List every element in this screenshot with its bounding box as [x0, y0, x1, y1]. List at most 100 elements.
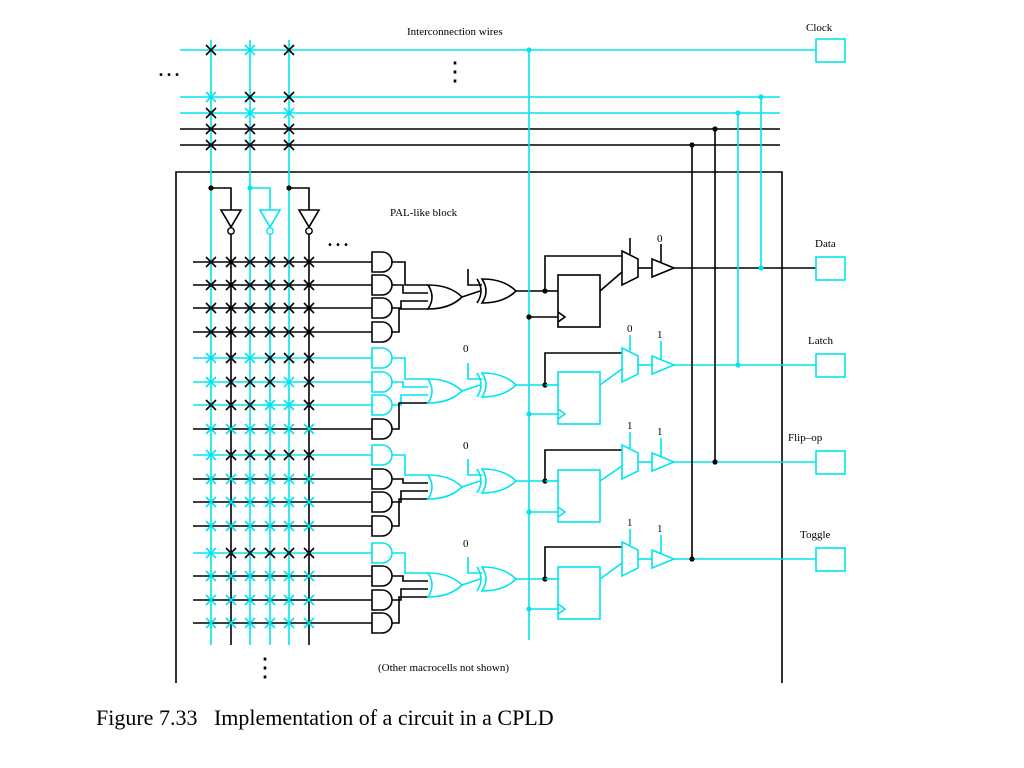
xor4-bit: 0 [463, 538, 469, 550]
and-gate [371, 418, 393, 440]
clock-triangle [557, 408, 567, 420]
programmed-switch [303, 399, 315, 411]
programmed-switch [205, 302, 217, 314]
xor-gate [480, 566, 518, 592]
data-pin [815, 256, 846, 281]
or-gate [426, 572, 464, 598]
inverter-input [250, 187, 271, 210]
programmed-switch [303, 352, 315, 364]
xor-select-wire [467, 459, 482, 476]
programmed-switch [283, 449, 295, 461]
and-to-or-wire [392, 596, 428, 624]
programmed-switch [205, 570, 217, 582]
programmed-switch [244, 473, 256, 485]
programmed-switch [283, 107, 295, 119]
programmed-switch [303, 326, 315, 338]
xor-gate-arc [476, 278, 482, 304]
programmed-switch [205, 520, 217, 532]
programmed-switch [303, 520, 315, 532]
buf4-bit: 1 [657, 523, 663, 535]
programmed-switch [244, 256, 256, 268]
programmed-switch [283, 256, 295, 268]
and-gate [371, 347, 393, 369]
programmed-switch [303, 473, 315, 485]
programmed-switch [283, 496, 295, 508]
programmed-switch [205, 326, 217, 338]
flip-flop [557, 274, 601, 328]
programmed-switch [283, 423, 295, 435]
programmed-switch [244, 123, 256, 135]
programmed-switch [244, 107, 256, 119]
and-gate [371, 444, 393, 466]
programmed-switch [264, 256, 276, 268]
programmed-switch [303, 279, 315, 291]
programmed-switch [205, 123, 217, 135]
programmed-switch [303, 256, 315, 268]
and-gate [371, 321, 393, 343]
programmed-switch [244, 44, 256, 56]
flipflop-pin [815, 450, 846, 475]
programmed-switch [205, 107, 217, 119]
and-to-or-wire [392, 498, 428, 527]
inverter [258, 209, 282, 229]
programmed-switch [244, 399, 256, 411]
programmed-switch [303, 376, 315, 388]
programmed-switch [225, 449, 237, 461]
flip-flop [557, 566, 601, 620]
multiplexer [621, 346, 639, 384]
and-to-or-wire [392, 402, 428, 430]
junction-dot [526, 314, 532, 320]
programmed-switch [244, 547, 256, 559]
programmed-switch [264, 570, 276, 582]
and-gate [371, 589, 393, 611]
and-to-or-wire [392, 381, 428, 388]
interconnect-label: Interconnection wires [407, 26, 503, 38]
programmed-switch [264, 279, 276, 291]
and-to-or-wire [392, 300, 428, 309]
programmed-switch [264, 520, 276, 532]
mux2-bit: 0 [627, 323, 633, 335]
and-to-or-wire [392, 308, 428, 333]
programmed-switch [205, 473, 217, 485]
multiplexer [621, 540, 639, 578]
programmed-switch [283, 570, 295, 582]
mux3-bit: 1 [627, 420, 633, 432]
and-gate [371, 468, 393, 490]
programmed-switch [225, 302, 237, 314]
buf2-bit: 1 [657, 329, 663, 341]
ff-output [599, 465, 623, 482]
programmed-switch [264, 423, 276, 435]
programmed-switch [283, 123, 295, 135]
programmed-switch [264, 302, 276, 314]
xor-select-wire [467, 363, 482, 380]
junction-dot [526, 47, 532, 53]
programmed-switch [283, 279, 295, 291]
programmed-switch [205, 594, 217, 606]
junction-dot [526, 411, 532, 417]
programmed-switch [303, 547, 315, 559]
flip-flop [557, 469, 601, 523]
programmed-switch [283, 44, 295, 56]
programmed-switch [205, 496, 217, 508]
clock-triangle [557, 311, 567, 323]
and-gate [371, 297, 393, 319]
ff-bypass-wire [544, 449, 622, 481]
and-to-or-wire [392, 394, 428, 406]
and-gate [371, 565, 393, 587]
clock-triangle [557, 506, 567, 518]
pin-label-latch: Latch [808, 335, 834, 347]
programmed-switch [264, 376, 276, 388]
programmed-switch [303, 594, 315, 606]
programmed-switch [264, 496, 276, 508]
programmed-switch [283, 520, 295, 532]
programmed-switch [205, 279, 217, 291]
programmed-switch [283, 399, 295, 411]
xor-select-wire [467, 557, 482, 574]
figure-caption: Figure 7.33 Implementation of a circuit … [96, 705, 554, 730]
latch-pin [815, 353, 846, 378]
or-gate [426, 284, 464, 310]
or-to-xor-wire [461, 290, 481, 298]
programmed-switch [205, 617, 217, 629]
circuit-graphics [175, 38, 846, 683]
